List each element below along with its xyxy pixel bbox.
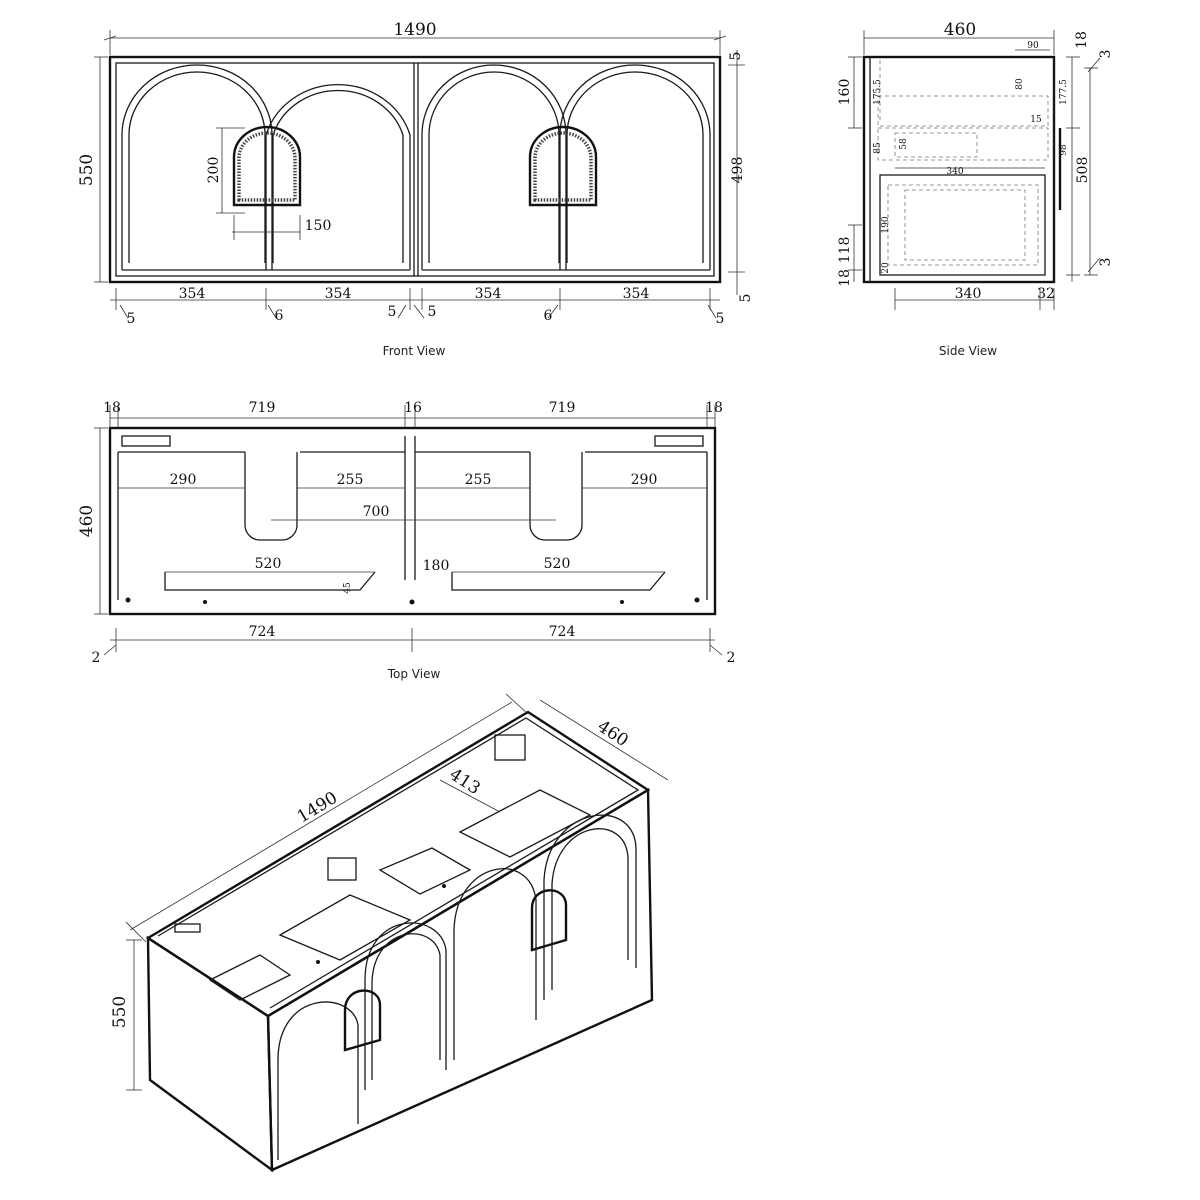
front-view-caption: Front View [383,344,446,358]
drawer-width-left: 520 [255,556,282,572]
front-top-gap-label: 5 [728,52,744,61]
iso-inner-label: 413 [446,765,484,799]
top-view-caption: Top View [387,667,441,681]
front-view: 1490 550 498 5 5 200 150 354 354 354 354… [77,20,754,358]
top-width-2: 719 [249,400,276,416]
top-180-label: 180 [423,558,450,574]
side-upper-inner-label: 175.5 [873,79,883,105]
gap-label-1: 5 [127,311,136,327]
panel-width-2: 354 [325,286,352,302]
gap-label-6: 5 [716,311,725,327]
top-center-label: 700 [363,504,390,520]
side-58-label: 58 [899,138,909,150]
side-gap-left: 2 [92,650,101,666]
side-80-label: 80 [1015,78,1025,90]
panel-width-4: 354 [623,286,650,302]
side-view-caption: Side View [939,344,997,358]
isometric-view: 1490 460 550 413 [110,693,669,1173]
side-85-label: 85 [873,142,883,154]
iso-width-label: 1490 [294,788,341,827]
side-15-label: 15 [1030,115,1042,125]
gap-label-2: 6 [275,308,284,324]
top-45-label: 45 [343,582,353,594]
side-118-label: 118 [837,237,853,264]
gap-label-5: 6 [544,308,553,324]
handle-width-label: 150 [305,218,332,234]
side-view: 460 160 175.5 18 3 90 80 177.5 15 85 58 … [837,20,1114,358]
side-508-label: 508 [1075,157,1091,184]
panel-width-3: 354 [475,286,502,302]
bottom-width-1: 724 [249,624,276,640]
side-20-label: 20 [881,262,891,274]
cutout-1: 290 [170,472,197,488]
top-view: 18 719 16 719 18 460 290 255 255 290 700… [77,400,735,681]
side-90-label: 90 [1027,41,1039,51]
gap-label-4: 5 [428,304,437,320]
bottom-width-2: 724 [549,624,576,640]
side-190-label: 190 [881,216,891,233]
top-depth-label: 460 [77,505,97,537]
cutout-2: 255 [337,472,364,488]
side-98-label: 98 [1059,144,1069,156]
cutout-4: 290 [631,472,658,488]
side-340-inner-label: 340 [946,167,963,177]
top-width-3: 16 [404,400,422,416]
side-18-bottom-label: 18 [837,269,853,287]
handle-height-label: 200 [206,157,222,184]
side-32-label: 32 [1037,286,1055,302]
drawer-width-right: 520 [544,556,571,572]
panel-width-1: 354 [179,286,206,302]
iso-height-label: 550 [110,996,130,1028]
cutout-3: 255 [465,472,492,488]
front-bottom-gap-label: 5 [738,294,754,303]
side-gap-bottom-label: 3 [1098,258,1114,267]
front-door-height-label: 498 [730,157,746,184]
top-width-4: 719 [549,400,576,416]
side-top-label: 18 [1074,31,1090,49]
side-gap-top-label: 3 [1098,50,1114,59]
gap-label-3: 5 [388,304,397,320]
top-width-1: 18 [103,400,121,416]
side-upper-label: 160 [837,79,853,106]
side-gap-right: 2 [727,650,736,666]
side-depth-label: 460 [944,20,976,40]
front-width-label: 1490 [393,20,436,40]
side-340-label: 340 [955,286,982,302]
top-width-5: 18 [705,400,723,416]
side-177-label: 177.5 [1059,79,1069,105]
front-height-label: 550 [77,154,97,186]
